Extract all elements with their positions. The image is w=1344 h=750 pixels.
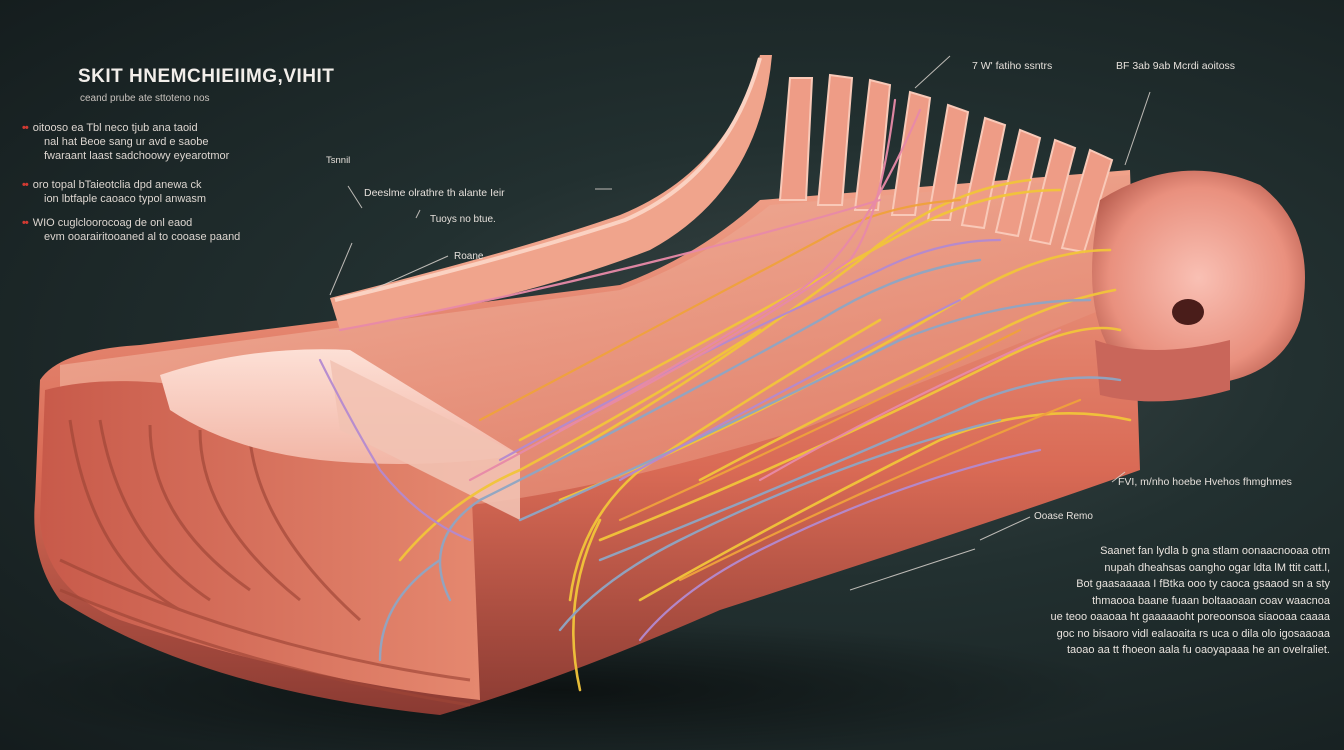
bullet-item: ••oitooso ea Tbl neco tjub ana taoid nal… <box>22 121 229 163</box>
bullet-item: ••WIO cuglcloorocoag de onl eaod evm ooa… <box>22 216 240 244</box>
paragraph-line: Bot gaasaaaaa I fBtka ooo ty caoca gsaao… <box>1076 578 1330 590</box>
callout-label-center-small: Roane <box>454 251 484 262</box>
callout-label-right-small: Ooase Remo <box>1034 511 1093 522</box>
callout-label-right-mid: FVI, m/nho hoebe Hvehos fhmghmes <box>1118 476 1292 488</box>
callout-label-top-mid: 7 W' fatiho ssntrs <box>972 60 1053 72</box>
paragraph-line: taoao aa tt fhoeon aala fu oaoyapaaa he … <box>1067 644 1330 656</box>
callout-label-top-right: BF 3ab 9ab Mcrdi aoitoss <box>1116 60 1236 72</box>
callout-label-center: Deeslme olrathre th alante Ieir <box>364 187 505 199</box>
paragraph-line: nupah dheahsas oangho ogar ldta lM ttit … <box>1104 561 1330 574</box>
paragraph-line: goc no bisaoro vidl ealaoaita rs uca o d… <box>1056 627 1330 640</box>
bullet-line: WIO cuglcloorocoag de onl eaod <box>32 217 193 229</box>
paragraph-line: Saanet fan lydla b gna stlam oonaacnooaa… <box>1100 545 1330 557</box>
paragraph-line: thmaooa baane fuaan boltaaoaan coav waac… <box>1092 594 1330 607</box>
bullet-line: ion lbtfaple caoaco typol anwasm <box>44 193 207 205</box>
callout-label-left: Tsnnil <box>326 155 351 166</box>
bullet-item: ••oro topal bTaieotclia dpd anewa ck ion… <box>22 178 206 206</box>
bullet-line: fwaraant laast sadchoowy eyearotmor <box>44 150 230 162</box>
bullet-marker-icon: •• <box>22 179 29 191</box>
callout-label-center-sub: Tuoys no btue. <box>430 214 496 225</box>
bullet-line: nal hat Beoe sang ur avd e saobe <box>44 136 209 148</box>
page-title: SKIT HNEMCHIEIIMG,VIHIT <box>78 66 335 87</box>
bullet-line: oro topal bTaieotclia dpd anewa ck <box>32 179 202 191</box>
bullet-line: evm ooarairitooaned al to cooase paand <box>44 231 241 243</box>
bullet-line: oitooso ea Tbl neco tjub ana taoid <box>32 122 198 134</box>
bullet-marker-icon: •• <box>22 217 29 229</box>
paragraph-line: ue teoo oaaoaa ht gaaaaaoht poreoonsoa s… <box>1050 611 1330 623</box>
bullet-marker-icon: •• <box>22 122 29 134</box>
page-subtitle: ceand prube ate sttoteno nos <box>80 93 210 104</box>
description-paragraph: Saanet fan lydla b gna stlam oonaacnooaa… <box>942 543 1330 659</box>
